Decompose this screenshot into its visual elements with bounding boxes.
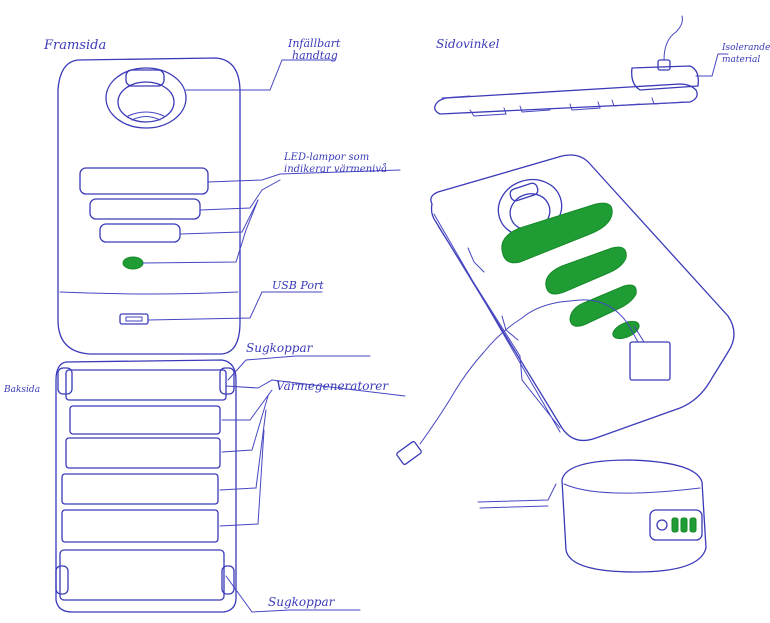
suction-cups-bottom	[55, 565, 235, 595]
insulation-label-line1: Isolerande	[722, 43, 770, 53]
retractable-handle	[105, 67, 187, 129]
front-led-bars	[79, 167, 209, 243]
suction-cups-top-label: Sugkoppar	[246, 341, 313, 355]
usb-port	[119, 313, 149, 325]
side-view-title: Sidovinkel	[436, 37, 500, 51]
back-view-device	[55, 359, 237, 613]
back-leader-lines	[219, 355, 406, 613]
side-view-device	[434, 15, 699, 117]
front-leader-lines	[142, 59, 401, 321]
handle-label-line1: Infällbart	[288, 37, 341, 50]
perspective-device	[430, 154, 735, 442]
heat-generators-label: Värmegeneratorer	[276, 379, 389, 393]
perspective-cable	[396, 299, 671, 465]
handle-label-line2: handtag	[292, 49, 338, 62]
led-label-line1: LED-lampor som	[284, 152, 370, 163]
suction-cups-bottom-label: Sugkoppar	[268, 595, 335, 609]
led-label-line2: indikerar värmenivå	[284, 164, 387, 175]
insulation-label-line2: material	[722, 55, 761, 65]
front-view-title: Framsida	[44, 38, 107, 53]
insulation-leader-line	[695, 53, 729, 77]
suction-cups-top	[57, 367, 235, 395]
heat-generators	[59, 369, 227, 601]
front-view-device	[57, 57, 241, 355]
round-heater-unit	[477, 459, 707, 573]
perspective-led-bars	[501, 202, 640, 340]
usb-port-label: USB Port	[272, 279, 324, 292]
front-power-led	[122, 256, 144, 270]
back-view-title: Baksida	[4, 385, 41, 395]
